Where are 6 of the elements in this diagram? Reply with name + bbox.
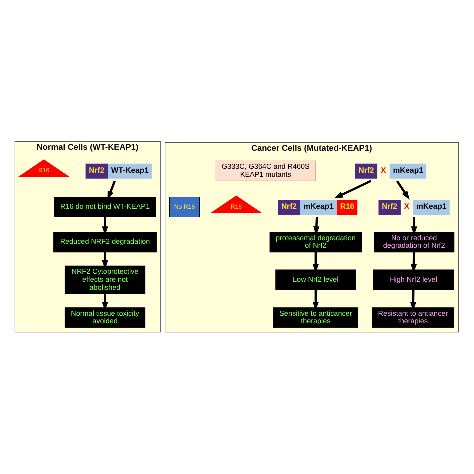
arrow (334, 180, 372, 199)
arrow (396, 180, 410, 200)
arrow (312, 290, 320, 311)
arrow (312, 252, 320, 274)
arrow (410, 290, 417, 311)
arrow (410, 252, 418, 274)
